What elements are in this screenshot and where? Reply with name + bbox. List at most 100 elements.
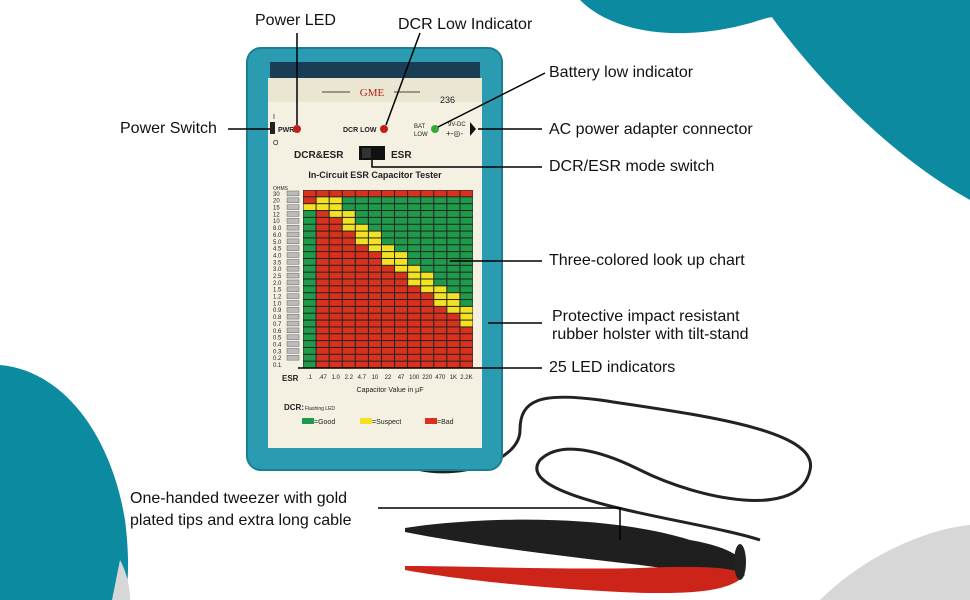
chart-cell: [329, 341, 342, 347]
chart-cell: [355, 231, 368, 238]
chart-cell: [316, 306, 329, 313]
ohm-tick-label: 0.2: [273, 356, 282, 362]
ohm-tick-label: 8.0: [273, 226, 282, 232]
cap-tick-label: .47: [318, 375, 327, 381]
chart-cell: [447, 258, 460, 265]
ohm-tick-label: 0.4: [273, 342, 282, 348]
ohm-tick-label: 0.6: [273, 329, 282, 335]
chart-cell: [342, 238, 355, 245]
model-number: 236: [440, 95, 455, 105]
chart-cell: [303, 354, 316, 361]
chart-cell: [447, 245, 460, 252]
chart-cell: [421, 341, 434, 347]
chart-cell: [355, 258, 368, 265]
chart-cell: [460, 354, 473, 361]
chart-cell: [460, 211, 473, 217]
chart-cell: [316, 279, 329, 286]
bat-low-label-1: BAT: [414, 124, 426, 130]
chart-cell: [447, 320, 460, 327]
chart-cell: [303, 286, 316, 293]
chart-cell: [342, 354, 355, 361]
dcr-low-led: [380, 125, 388, 133]
esr-led: [286, 327, 300, 334]
chart-cell: [460, 361, 473, 368]
chart-cell: [395, 190, 408, 197]
chart-cell: [395, 238, 408, 245]
chart-cell: [381, 361, 395, 368]
chart-cell: [408, 327, 421, 334]
leader-tweezer: [378, 507, 621, 540]
chart-cell: [368, 190, 381, 197]
chart-cell: [460, 190, 473, 197]
esr-led: [286, 293, 300, 299]
chart-cell: [303, 341, 316, 347]
chart-cell: [316, 320, 329, 327]
ohm-tick-label: 2.5: [273, 274, 282, 280]
chart-cell: [303, 224, 316, 231]
callout-ac-adapter: AC power adapter connector: [549, 121, 753, 138]
esr-led: [286, 252, 300, 258]
chart-cell: [434, 300, 447, 306]
chart-cell: [460, 347, 473, 354]
ohm-tick-label: 0.1: [273, 363, 282, 369]
chart-cell: [381, 286, 395, 293]
chart-cell: [355, 238, 368, 245]
chart-cell: [447, 224, 460, 231]
chart-cell: [381, 224, 395, 231]
ohm-tick-labels: 30201512108.06.05.04.54.03.53.02.52.01.5…: [273, 192, 282, 369]
gray-blob-bottom-right: [820, 525, 970, 600]
chart-cell: [395, 252, 408, 258]
tweezer-upper-arm[interactable]: [405, 519, 745, 572]
ohm-tick-label: 3.5: [273, 260, 282, 266]
chart-cell: [368, 231, 381, 238]
chart-cell: [460, 252, 473, 258]
chart-cell: [395, 204, 408, 211]
bat-low-label-2: LOW: [414, 132, 428, 138]
chart-cell: [421, 320, 434, 327]
chart-cell: [303, 238, 316, 245]
cap-tick-label: 47: [398, 375, 405, 381]
chart-cell: [368, 320, 381, 327]
chart-cell: [460, 265, 473, 272]
chart-cell: [329, 252, 342, 258]
probe-cable: [378, 395, 812, 542]
chart-cell: [460, 238, 473, 245]
esr-led: [286, 266, 300, 272]
chart-cell: [434, 272, 447, 279]
chart-cell: [447, 354, 460, 361]
ac-adapter-connector[interactable]: [470, 122, 476, 136]
chart-cell: [381, 190, 395, 197]
chart-cell: [329, 286, 342, 293]
callout-holster-line2: rubber holster with tilt-stand: [552, 326, 749, 343]
chart-cell: [408, 293, 421, 300]
ohm-tick-label: 20: [273, 199, 280, 205]
chart-cell: [395, 361, 408, 368]
cap-axis-label: Capacitor Value in µF: [357, 387, 424, 394]
chart-cell: [408, 347, 421, 354]
chart-cell: [408, 272, 421, 279]
chart-cell: [342, 245, 355, 252]
tweezer-lower-arm[interactable]: [405, 566, 745, 594]
chart-cell: [447, 217, 460, 224]
chart-cell: [447, 306, 460, 313]
chart-cell: [329, 334, 342, 341]
chart-cell: [316, 224, 329, 231]
chart-cell: [316, 238, 329, 245]
chart-cell: [381, 252, 395, 258]
chart-cell: [342, 190, 355, 197]
chart-cell: [381, 341, 395, 347]
chart-cell: [342, 211, 355, 217]
cap-tick-label: 470: [435, 375, 446, 381]
chart-cell: [381, 238, 395, 245]
chart-cell: [381, 231, 395, 238]
teal-blob-bottom-left: [0, 365, 129, 600]
esr-led: [286, 238, 300, 245]
chart-cell: [421, 224, 434, 231]
chart-cell: [381, 204, 395, 211]
esr-led: [286, 211, 300, 217]
chart-cell: [434, 313, 447, 320]
power-switch[interactable]: [270, 122, 275, 134]
chart-cell: [421, 252, 434, 258]
chart-cell: [355, 217, 368, 224]
callout-mode-switch: DCR/ESR mode switch: [549, 158, 715, 175]
